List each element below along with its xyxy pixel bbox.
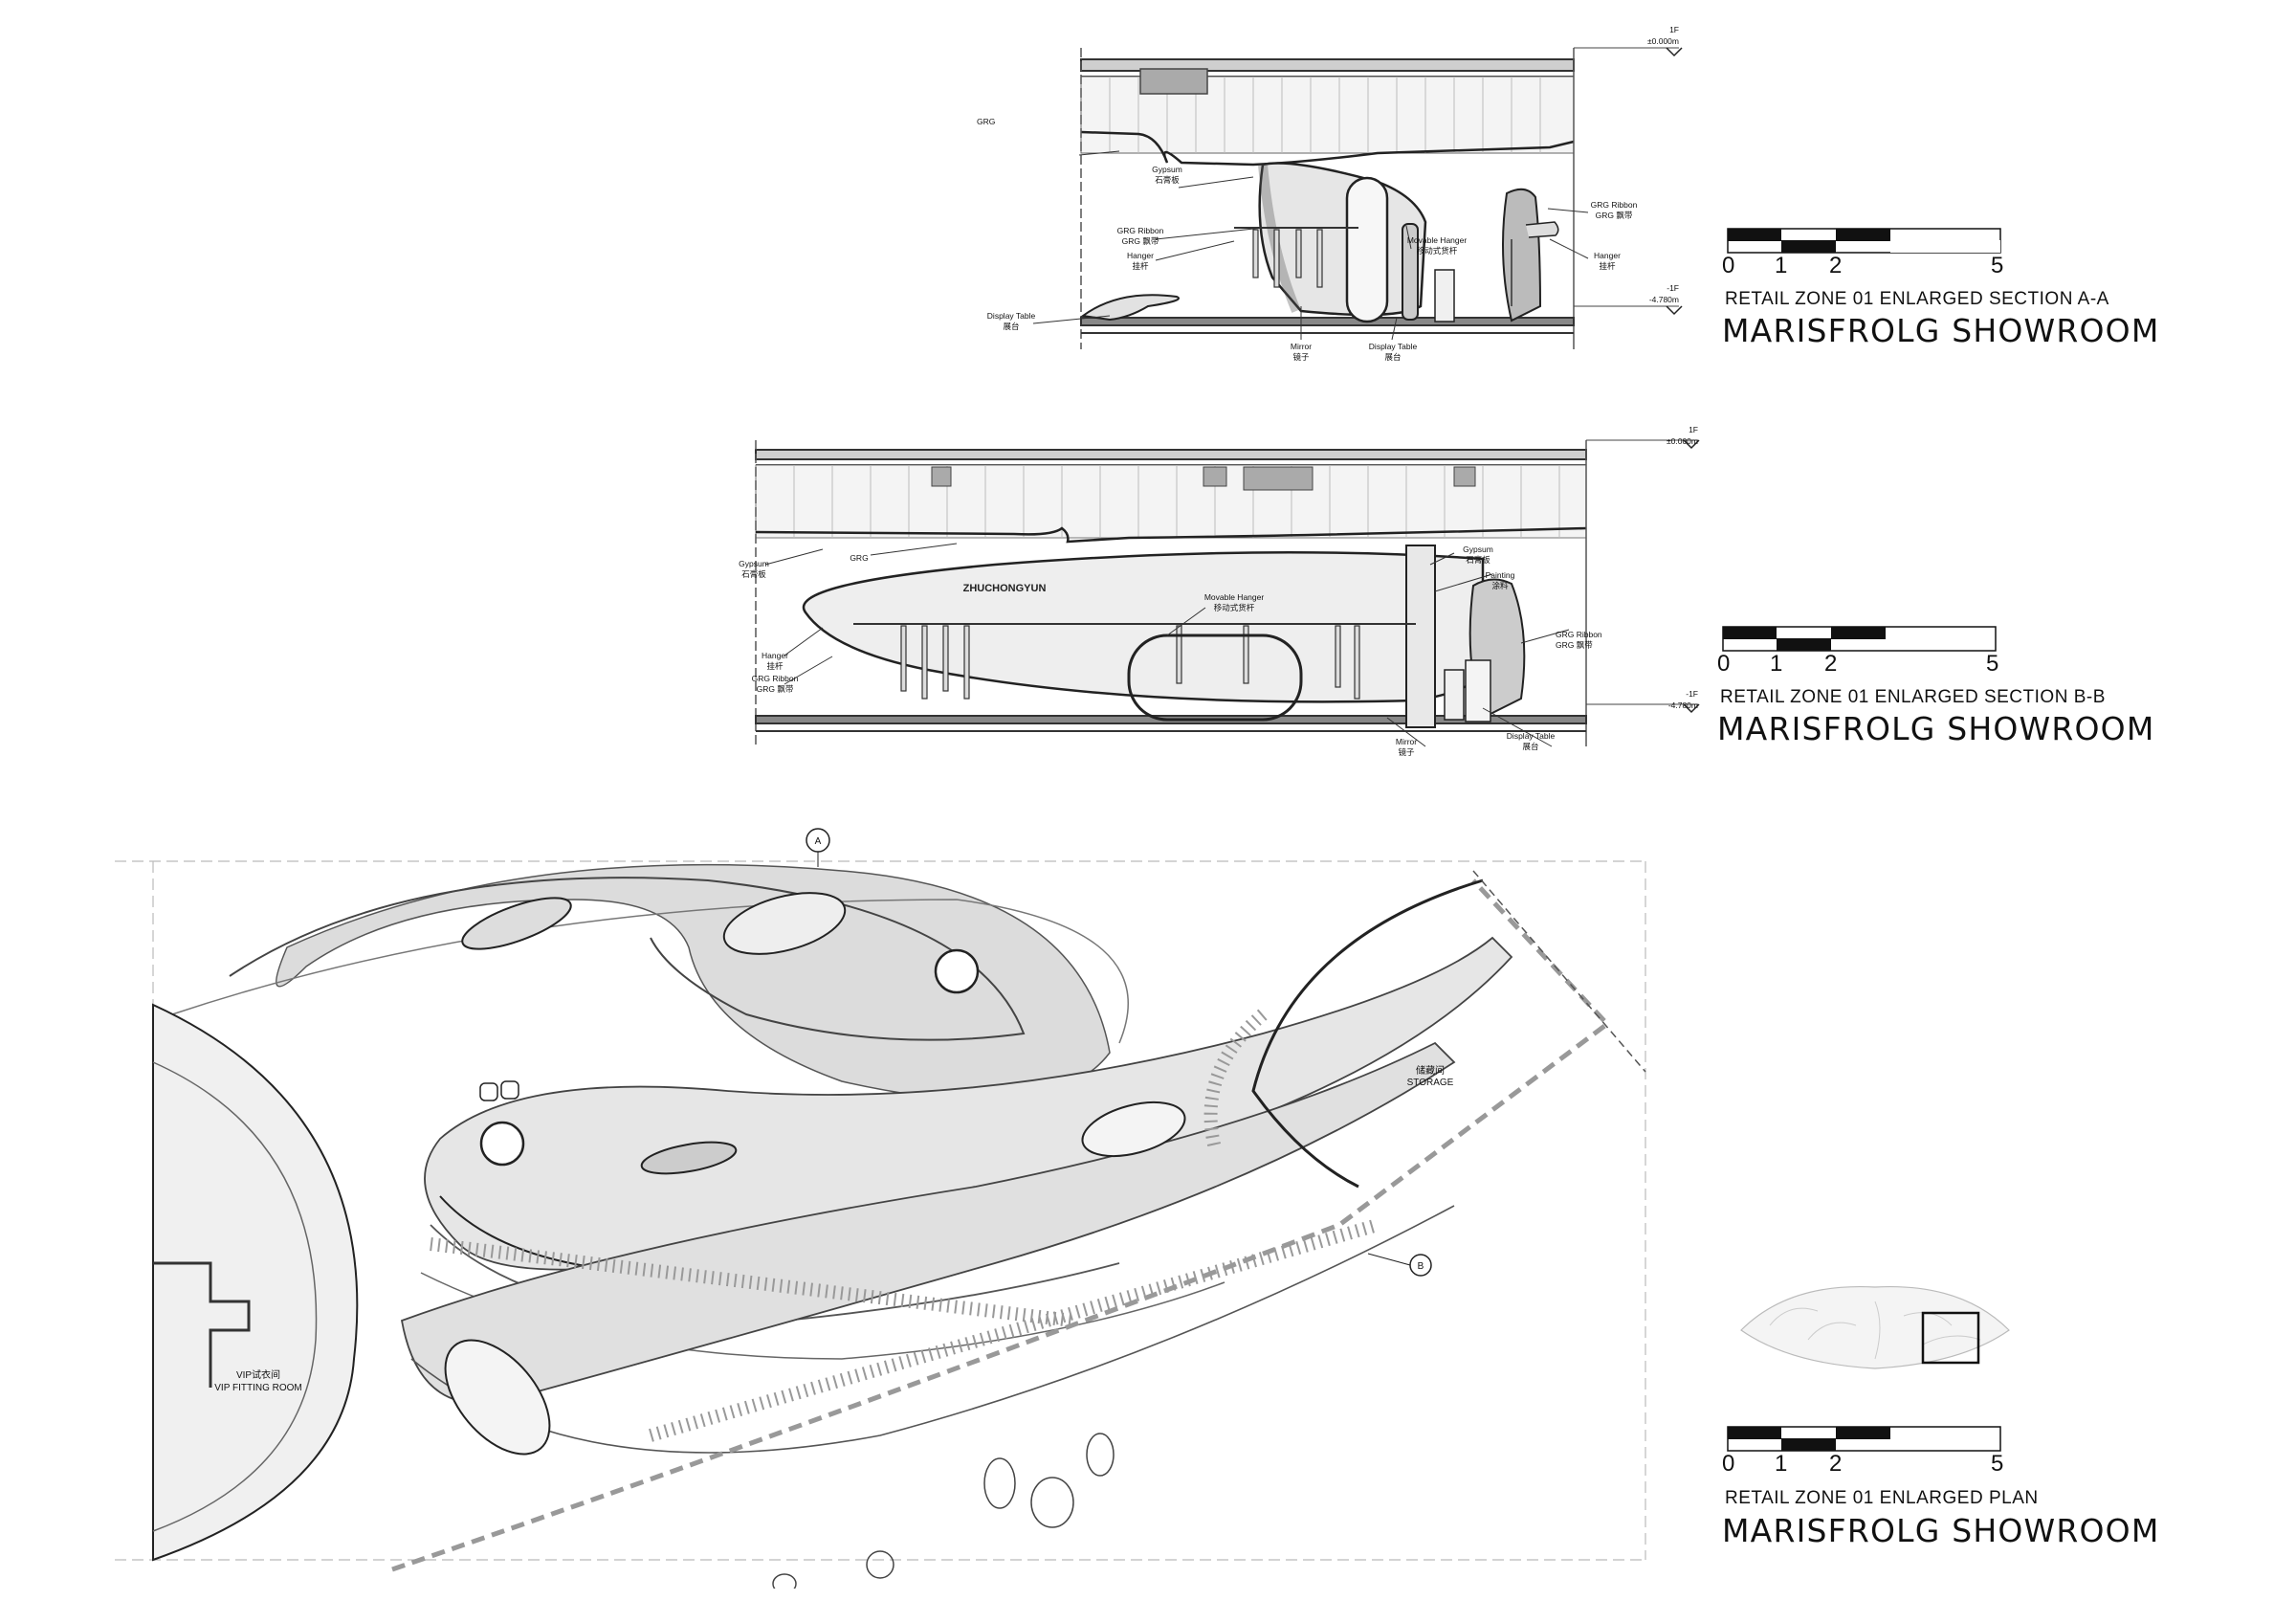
level-floor: 1F xyxy=(1689,425,1698,434)
vip-room-label-zh: VIP试衣间 xyxy=(236,1368,280,1381)
enlarged-plan-drawing: A B 储藏间 STORAGE VIP试衣间 VIP FITTING ROOM xyxy=(115,828,1646,1589)
callout-zh: 展台 xyxy=(1522,742,1538,751)
callout-zh: GRG 飘带 xyxy=(757,684,794,694)
callout-en: Gypsum xyxy=(739,559,769,568)
scale-bar-3 xyxy=(1727,1426,2001,1452)
callout-en: Mirror xyxy=(1291,342,1312,351)
callout-zh: 展台 xyxy=(1384,352,1401,362)
callout-en: GRG xyxy=(850,553,868,563)
callout-zh: 镜子 xyxy=(1398,747,1415,757)
level-floor: -1F xyxy=(1686,689,1698,699)
drawing-title: MARISFROLG SHOWROOM xyxy=(1717,710,2155,747)
callout-en: Hanger xyxy=(1594,251,1621,260)
storage-label-en: STORAGE xyxy=(1407,1078,1454,1088)
storage-label-zh: 储藏间 xyxy=(1416,1064,1445,1077)
section-marker-a: A xyxy=(815,836,822,847)
scale-tick-1: 1 xyxy=(1770,651,1783,677)
level-floor: -1F xyxy=(1667,283,1679,293)
scale-tick-1: 1 xyxy=(1775,1451,1788,1477)
callout-zh: 石膏板 xyxy=(1466,555,1490,565)
callout-zh: 挂杆 xyxy=(1132,261,1149,271)
scale-tick-1: 1 xyxy=(1775,253,1788,278)
callout-zh: 展台 xyxy=(1003,322,1019,331)
callout-en: Mirror xyxy=(1396,737,1417,746)
callout-en: GRG Ribbon xyxy=(1556,630,1602,639)
callout-zh: 挂杆 xyxy=(1599,261,1616,271)
callout-en: Movable Hanger xyxy=(1407,235,1468,245)
drawing-subtitle: RETAIL ZONE 01 ENLARGED SECTION A-A xyxy=(1725,289,2109,309)
level-elevation: -4.780m xyxy=(1649,295,1679,304)
callout-en: Display Table xyxy=(1369,342,1418,351)
scale-tick-2: 2 xyxy=(1829,253,1843,278)
scale-bar-2 xyxy=(1722,626,1997,652)
callout-en: GRG xyxy=(977,117,995,126)
callout-zh: 涂料 xyxy=(1491,581,1509,590)
callout-en: GRG Ribbon xyxy=(1591,200,1638,210)
level-elevation: -4.780m xyxy=(1668,700,1698,710)
callout-zh: 移动式货杆 xyxy=(1214,603,1255,612)
callout-zh: GRG 飘带 xyxy=(1122,236,1159,246)
callout-en: Gypsum xyxy=(1152,165,1182,174)
scale-tick-2: 2 xyxy=(1829,1451,1843,1477)
vip-room-label-en: VIP FITTING ROOM xyxy=(214,1383,301,1393)
drawing-title: MARISFROLG SHOWROOM xyxy=(1722,1512,2160,1549)
section-marker-b: B xyxy=(1418,1261,1424,1272)
scale-tick-0: 0 xyxy=(1717,651,1731,677)
callout-zh: 镜子 xyxy=(1292,352,1310,362)
scale-tick-2: 2 xyxy=(1824,651,1838,677)
scale-bar-1 xyxy=(1727,228,2001,254)
callout-en: Movable Hanger xyxy=(1204,592,1265,602)
callout-en: Painting xyxy=(1486,570,1515,580)
callout-zh: 挂杆 xyxy=(766,661,784,671)
section-b-b-drawing: ZHUCHONGYUN Gypsum 石膏板 GRG Hanger 挂杆 GRG… xyxy=(739,425,1700,757)
callout-en: GRG Ribbon xyxy=(752,674,799,683)
drawing-title: MARISFROLG SHOWROOM xyxy=(1722,312,2160,349)
callout-en: Hanger xyxy=(1127,251,1154,260)
key-plan-thumbnail xyxy=(1740,1285,2010,1369)
scale-tick-5: 5 xyxy=(1991,253,2004,278)
level-elevation: ±0.000m xyxy=(1647,36,1679,46)
callout-zh: 石膏板 xyxy=(1155,175,1180,185)
callout-en: Display Table xyxy=(1507,731,1556,741)
level-elevation: ±0.000m xyxy=(1667,436,1698,446)
drawing-subtitle: RETAIL ZONE 01 ENLARGED SECTION B-B xyxy=(1720,687,2106,707)
scale-tick-0: 0 xyxy=(1722,253,1735,278)
section-a-a-drawing: GRG Gypsum 石膏板 GRG Ribbon GRG 飘带 Hanger … xyxy=(977,25,1683,362)
callout-zh: 石膏板 xyxy=(741,569,766,579)
callout-zh: GRG 飘带 xyxy=(1556,640,1593,650)
callout-en: Hanger xyxy=(762,651,788,660)
callout-en: Display Table xyxy=(987,311,1036,321)
callout-en: GRG Ribbon xyxy=(1117,226,1164,235)
callout-zh: 移动式货杆 xyxy=(1417,246,1458,256)
callout-zh: GRG 飘带 xyxy=(1596,211,1633,220)
drawing-subtitle: RETAIL ZONE 01 ENLARGED PLAN xyxy=(1725,1488,2039,1508)
brand-logo-text: ZHUCHONGYUN xyxy=(963,583,1047,594)
scale-tick-0: 0 xyxy=(1722,1451,1735,1477)
callout-en: Gypsum xyxy=(1463,545,1493,554)
scale-tick-5: 5 xyxy=(1991,1451,2004,1477)
level-floor: 1F xyxy=(1669,25,1679,34)
scale-tick-5: 5 xyxy=(1986,651,1999,677)
